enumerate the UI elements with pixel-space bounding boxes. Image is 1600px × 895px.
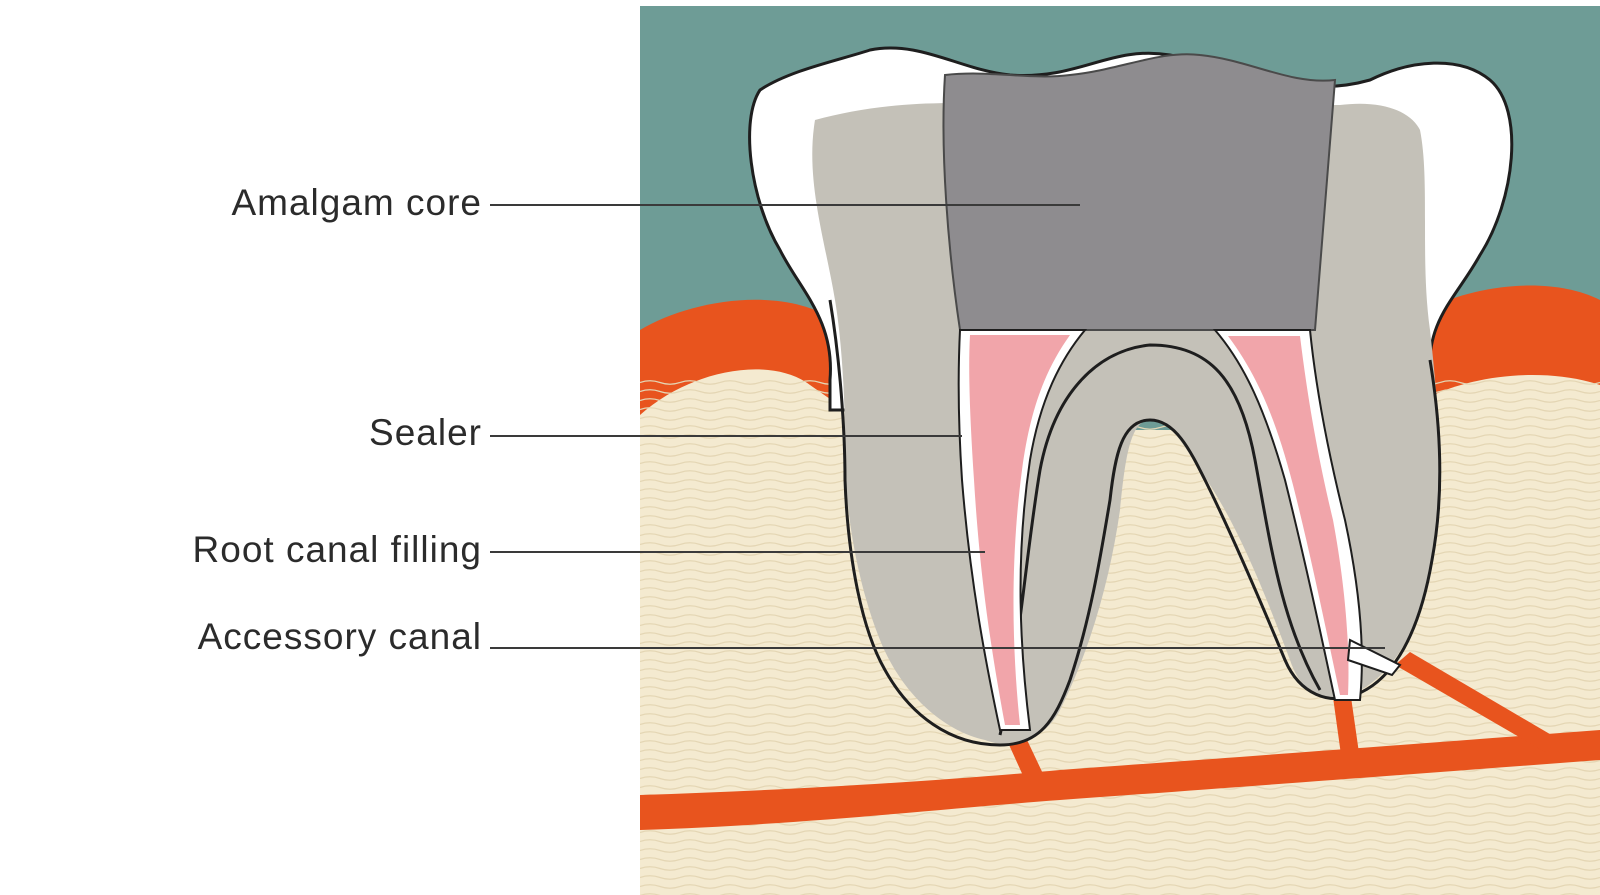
illustration-panel	[640, 6, 1600, 895]
label-sealer: Sealer	[369, 414, 482, 451]
amalgam-core	[943, 54, 1335, 330]
label-accessory-canal: Accessory canal	[198, 618, 482, 655]
label-root-canal-filling: Root canal filling	[193, 531, 482, 568]
label-amalgam-core: Amalgam core	[231, 184, 482, 221]
